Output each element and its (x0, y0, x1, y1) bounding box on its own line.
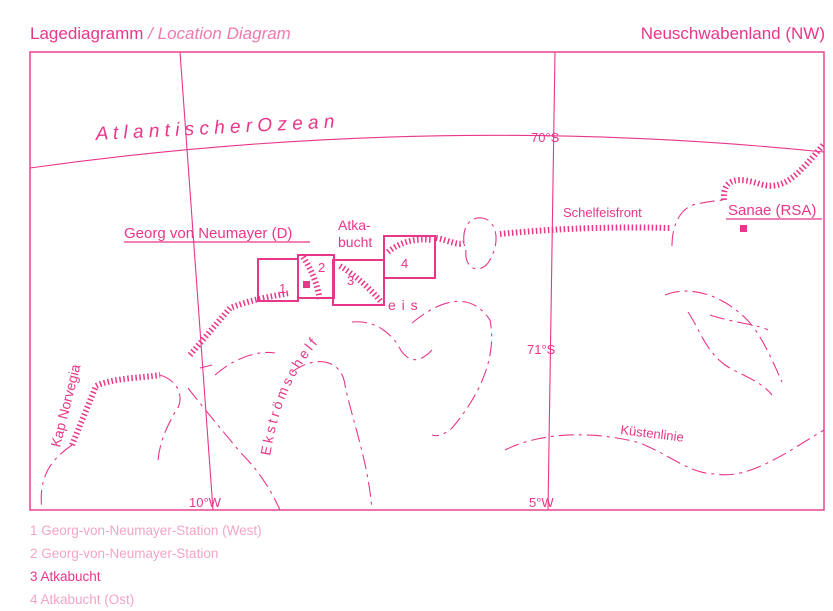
atka-bay-label-1: Atka- (338, 217, 371, 233)
legend-item-2: 2 Georg-von-Neumayer-Station (30, 546, 219, 561)
title-german: Lagediagramm (30, 24, 144, 43)
ocean-label: A t l a n t i s c h e r O z e a n (94, 112, 335, 146)
legend-item-1: 1 Georg-von-Neumayer-Station (West) (30, 523, 262, 538)
ice-shelf-suffix: e i s (388, 297, 419, 313)
box-2-number: 2 (318, 260, 325, 275)
box-4-number: 4 (401, 256, 408, 271)
title-separator: / (148, 24, 153, 43)
legend-item-3: 3 Atkabucht (30, 569, 101, 584)
longitude-5w-line (547, 52, 556, 510)
lat-71-label: 71°S (527, 342, 556, 357)
coastline (40, 199, 824, 510)
shelf-ice-front (69, 142, 824, 447)
shelf-front-label: Schelfeisfront (563, 205, 642, 220)
ice-shelf-label: Ekströmschelf (257, 333, 322, 457)
station-sanae-label: Sanae (RSA) (728, 202, 816, 219)
lon-5w-label: 5°W (529, 495, 554, 510)
station-neumayer-marker (303, 281, 310, 288)
longitude-10w-line (179, 52, 214, 510)
map-title: Lagediagramm / Location Diagram (30, 24, 291, 44)
latitude-70-line (30, 134, 824, 169)
box-1-number: 1 (279, 281, 286, 296)
tick-mark (199, 364, 213, 369)
map-frame (29, 51, 825, 511)
cape-norvegia-label: Kap Norvegia (47, 362, 83, 448)
survey-box-4[interactable] (383, 235, 436, 279)
title-english: Location Diagram (157, 24, 291, 43)
legend-item-4: 4 Atkabucht (Ost) (30, 592, 135, 607)
survey-box-1[interactable] (257, 258, 299, 302)
box-3-number: 3 (347, 273, 354, 288)
station-sanae-marker (740, 225, 747, 232)
coastline-label: Küstenlinie (620, 422, 685, 445)
atka-bay-label-2: bucht (338, 234, 372, 250)
station-neumayer-label: Georg von Neumayer (D) (124, 225, 292, 242)
legend: 1 Georg-von-Neumayer-Station (West) 2 Ge… (30, 519, 262, 611)
region-title: Neuschwabenland (NW) (640, 24, 825, 43)
lat-70-label: 70°S (531, 130, 560, 145)
lon-10w-label: 10°W (189, 495, 222, 510)
ice-shelf-label-path: Ekströmschelf (257, 333, 319, 457)
survey-box-3[interactable] (332, 259, 385, 306)
